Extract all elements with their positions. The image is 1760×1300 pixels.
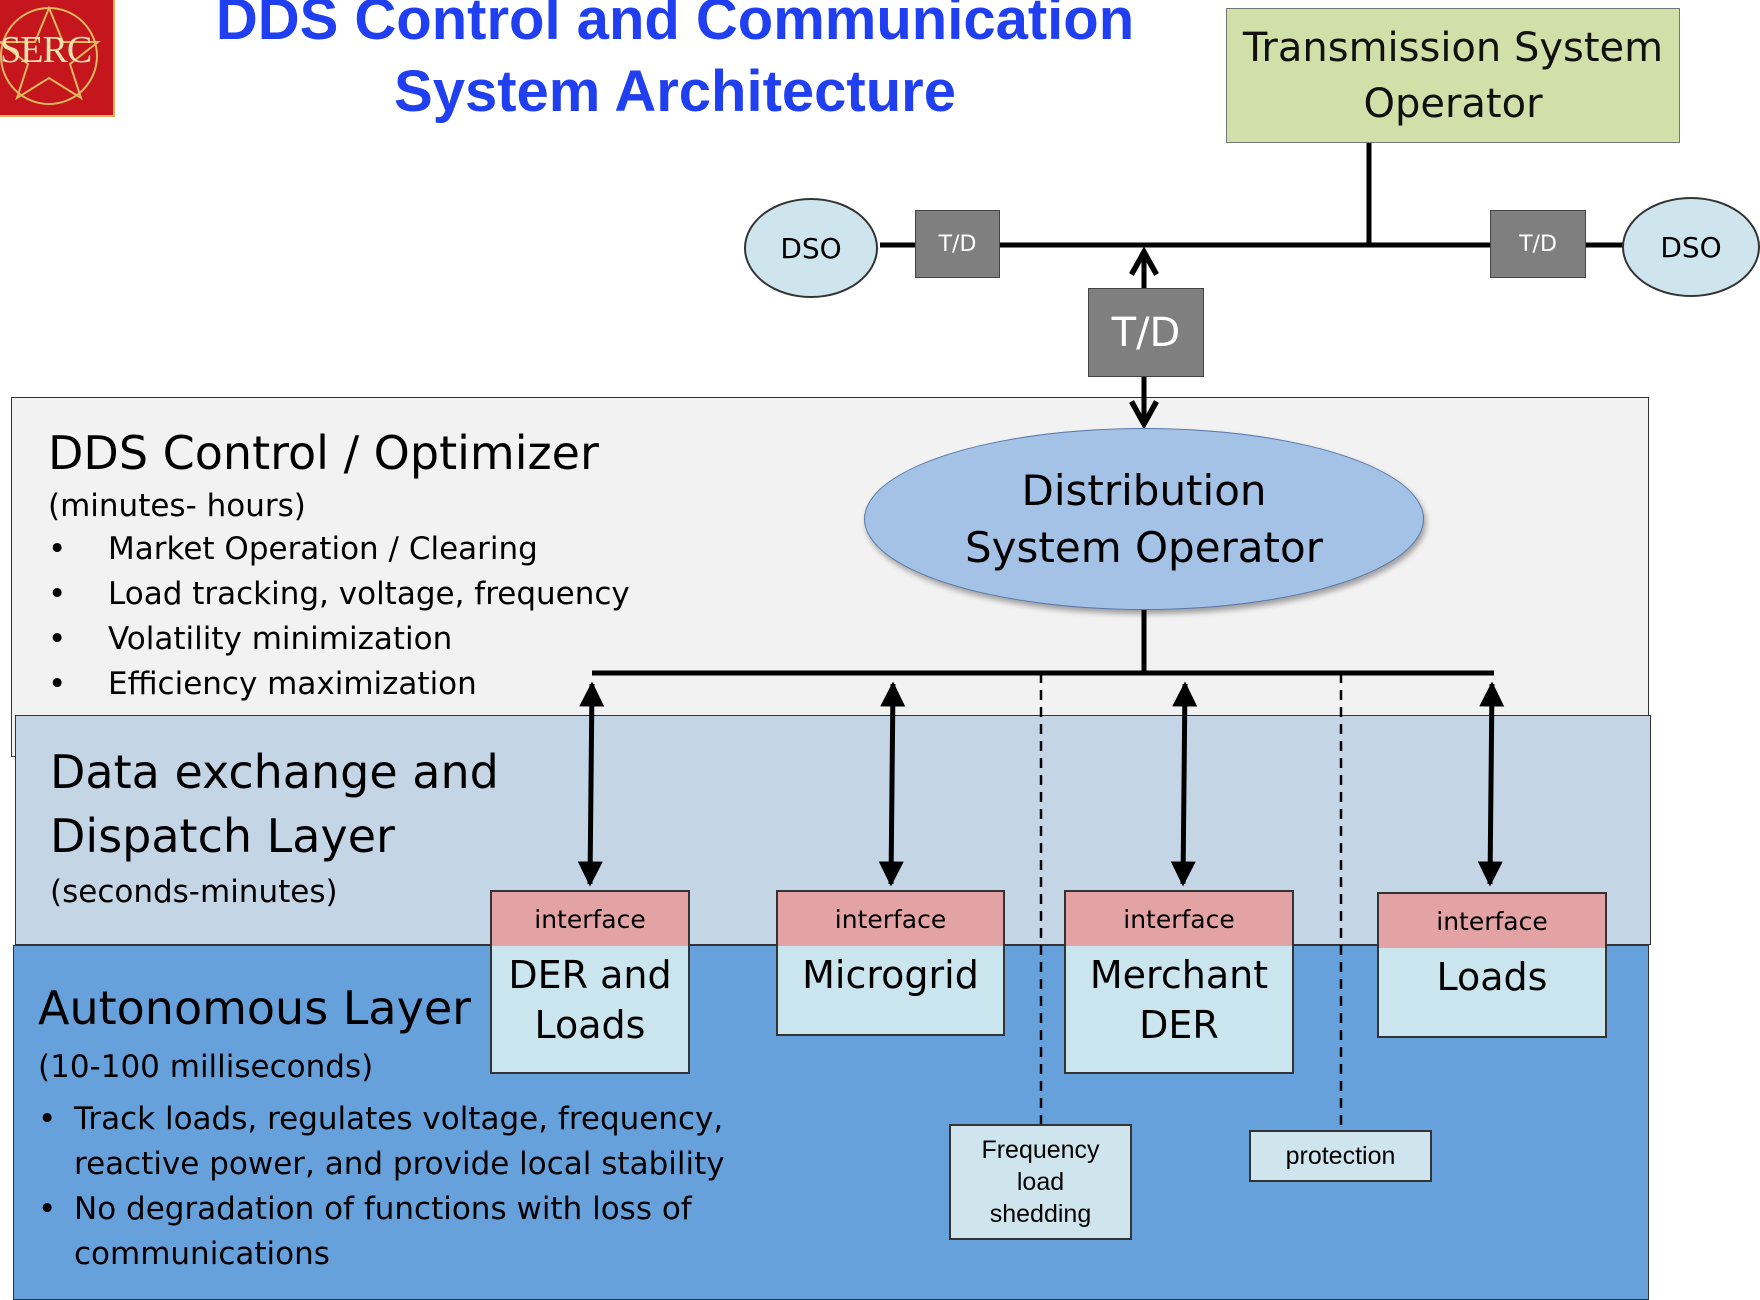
drop-loads [1477,681,1505,887]
td-left-box: T/D [915,210,1000,278]
data-layer-heading: Data exchange and Dispatch Layer [50,740,499,868]
list-item: •Volatility minimization [48,621,453,657]
auto-layer-heading: Autonomous Layer [38,981,472,1035]
drop-der-loads [577,681,605,887]
list-item: • No degradation of functions with loss … [38,1191,692,1272]
tso-line-1: Transmission System [1242,24,1664,71]
drop-merchant-der [1170,681,1198,887]
frequency-load-shedding-box: Frequency load shedding [949,1124,1132,1240]
tso-line-2: Operator [1363,80,1543,127]
data-layer-heading-line-1: Data exchange and [50,745,499,799]
td-right-box: T/D [1490,210,1586,278]
list-item: •Efficiency maximization [48,666,477,702]
pserc-logo: PSERC [0,0,115,117]
drop-microgrid [878,681,906,887]
operator-line-2: System Operator [965,523,1323,572]
list-item: •Load tracking, voltage, frequency [48,576,630,612]
page-title: DDS Control and Communication System Arc… [150,0,1200,128]
entity-loads: interface Loads [1377,892,1607,1038]
interface-label: interface [778,892,1003,948]
distribution-system-operator: Distribution System Operator [864,428,1424,610]
title-line-1: DDS Control and Communication [215,0,1135,52]
dds-layer-timescale: (minutes- hours) [48,488,306,524]
interface-label: interface [492,892,688,948]
data-layer-timescale: (seconds-minutes) [50,874,338,910]
data-layer-heading-line-2: Dispatch Layer [50,809,395,863]
entity-label: Loads [1379,948,1605,1036]
logo-text: PSERC [0,29,92,71]
protection-box: protection [1249,1130,1432,1182]
entity-microgrid: interface Microgrid [776,890,1005,1036]
dso-right-node: DSO [1622,197,1760,297]
title-line-2: System Architecture [394,59,956,124]
auto-layer-timescale: (10-100 milliseconds) [38,1049,374,1085]
dds-layer-bullets: •Market Operation / Clearing •Load track… [48,527,630,707]
list-item: • Track loads, regulates voltage, freque… [38,1101,725,1182]
operator-line-1: Distribution [1021,466,1267,515]
auto-layer-bullets: • Track loads, regulates voltage, freque… [38,1097,725,1277]
list-item: •Market Operation / Clearing [48,531,538,567]
dds-layer-heading: DDS Control / Optimizer [48,426,599,480]
transmission-system-operator-box: Transmission System Operator [1226,8,1680,143]
dds-control-layer [11,397,1649,757]
interface-label: interface [1066,892,1292,948]
entity-label: Microgrid [778,946,1003,1034]
interface-label: interface [1379,894,1605,950]
dso-left-node: DSO [744,198,878,298]
star-emblem-icon [0,5,101,105]
td-main-box: T/D [1088,288,1204,377]
